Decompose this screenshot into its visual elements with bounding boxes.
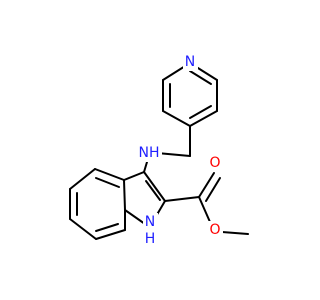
- bond-benz-4: [69, 218, 97, 240]
- molecule-canvas: N NH N H O O: [69, 53, 249, 247]
- amine-nh-label: NH: [139, 145, 160, 161]
- bond-ch2-nh: [156, 152, 191, 157]
- amine-nh: NH: [137, 144, 162, 162]
- bond-benz-2: [69, 168, 96, 190]
- carbonyl-oxygen-bg: [208, 154, 223, 172]
- bond-benz-5-inner: [95, 223, 119, 232]
- indole-nitrogen-bg: [143, 213, 158, 230]
- bond-ester-o-methyl: [221, 231, 249, 235]
- ester-oxygen: O: [208, 221, 223, 239]
- bond-c2-carbonyl: [164, 196, 200, 202]
- pyridine-nitrogen: N: [183, 53, 198, 71]
- indole-hydrogen: H: [143, 230, 158, 247]
- bond-pyridine-4: [189, 110, 218, 127]
- ester-oxygen-bg: [208, 221, 223, 239]
- bond-pyridine-6-inner: [189, 70, 212, 85]
- carbonyl-oxygen: O: [208, 154, 223, 172]
- atoms: N NH N H O O: [137, 53, 223, 247]
- bond-c3-c2: [143, 171, 166, 202]
- pyridine-nitrogen-bg: [183, 53, 198, 71]
- bond-c3a-c3: [123, 171, 145, 181]
- bond-carbonyl-ester-o: [198, 196, 211, 223]
- bond-benz-1-inner: [95, 177, 120, 188]
- amine-nh-bg: [137, 144, 162, 162]
- pyridine-nitrogen-label: N: [185, 54, 195, 70]
- bond-benz-1: [94, 168, 125, 181]
- indole-hydrogen-label: H: [145, 231, 156, 247]
- indole-hydrogen-bg: [143, 230, 158, 247]
- indole-nitrogen-label: N: [145, 214, 155, 230]
- bond-carbonyl-o-1: [198, 172, 215, 198]
- bond-carbonyl-o-2: [205, 177, 221, 202]
- bond-n1-c7a: [124, 209, 146, 225]
- indole-nitrogen: N: [143, 213, 158, 230]
- ester-oxygen-label: O: [209, 222, 220, 238]
- bond-c3-c2-inner: [145, 180, 161, 201]
- carbonyl-oxygen-label: O: [209, 155, 220, 171]
- bond-pyridine-3: [162, 110, 191, 127]
- bond-benz-5: [95, 229, 126, 240]
- bond-pyridine-4-inner: [189, 105, 212, 119]
- molecule-structure: N NH N H O O: [69, 53, 249, 247]
- bond-c7a-c3a: [123, 179, 126, 211]
